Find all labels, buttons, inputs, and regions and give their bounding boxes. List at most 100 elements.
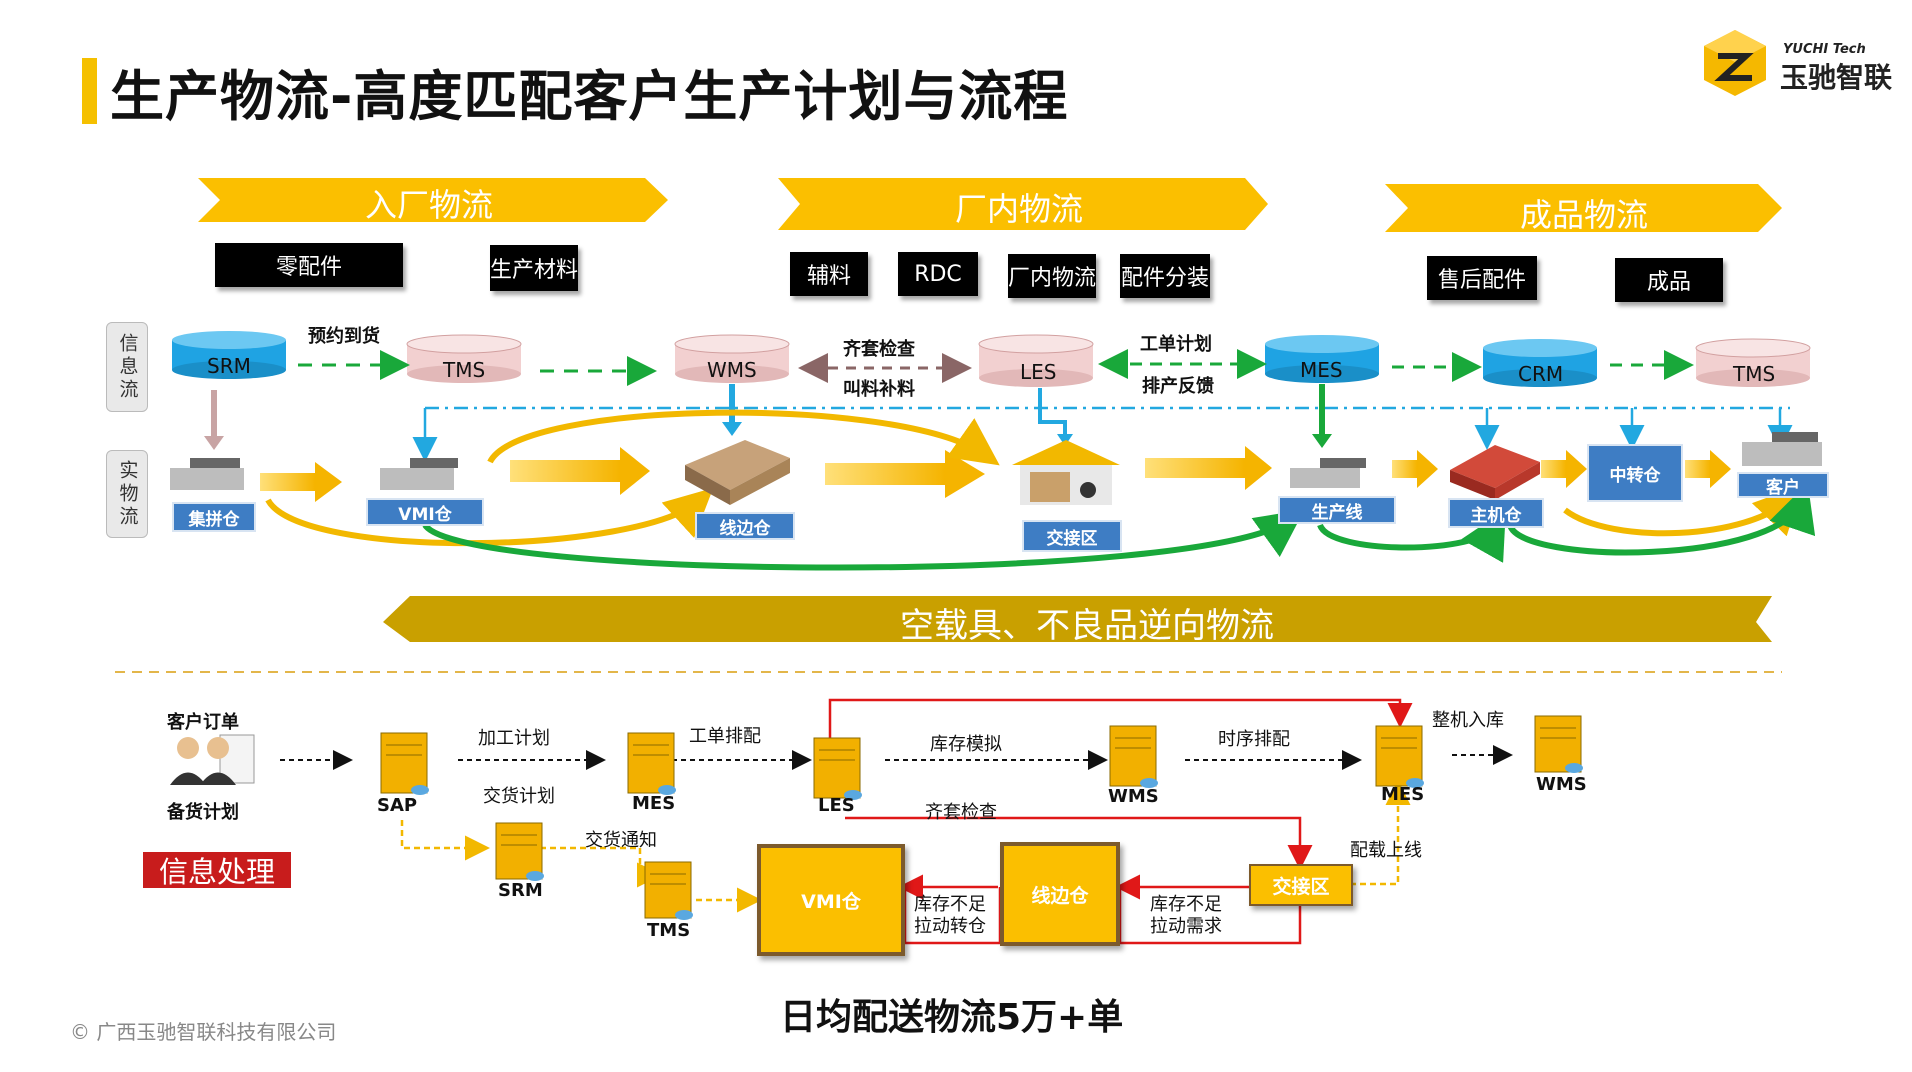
- system-srm: SRM: [207, 354, 251, 378]
- server-wms2-label: WMS: [1536, 774, 1587, 795]
- system-tms1: TMS: [443, 358, 486, 382]
- label-work-scheduling: 工单排配: [689, 726, 761, 747]
- system-les: LES: [1020, 360, 1057, 384]
- category-kitting: 配件分装: [1120, 254, 1210, 298]
- server-icon-mes1: [627, 732, 676, 795]
- handover-area-icon: [1012, 440, 1120, 505]
- node-consolidation: 集拼仓: [172, 502, 256, 532]
- stage-inbound-label: 入厂物流: [365, 186, 494, 224]
- system-mes: MES: [1300, 358, 1343, 382]
- node-handover: 交接区: [1022, 520, 1122, 552]
- cylinder-wms: [674, 334, 790, 383]
- category-parts: 零配件: [215, 243, 403, 287]
- label-schedule-feedback: 排产反馈: [1142, 376, 1214, 397]
- page-title: 生产物流-高度匹配客户生产计划与流程: [110, 65, 1069, 128]
- server-les-label: LES: [818, 795, 855, 816]
- server-icon-mes2: [1375, 725, 1424, 788]
- system-tms2: TMS: [1733, 362, 1776, 386]
- main-warehouse-icon: [1450, 445, 1540, 500]
- logo-english: YUCHI Tech: [1783, 42, 1866, 57]
- node-transit: 中转仓: [1587, 444, 1683, 502]
- label-finished-storage: 整机入库: [1432, 710, 1504, 731]
- stage-finished-chevron: [1385, 184, 1782, 232]
- label-shortage2-b: 拉动需求: [1150, 916, 1222, 937]
- label-booking: 预约到货: [308, 326, 380, 347]
- physical-flow-tab: 实物流: [106, 450, 148, 538]
- block-arrow-3: [825, 450, 985, 498]
- server-tms-label: TMS: [647, 920, 691, 941]
- box-lineside: 线边仓: [1000, 842, 1120, 946]
- server-sap-label: SAP: [377, 795, 418, 816]
- block-arrow-2: [510, 447, 650, 495]
- lineside-building-icon: [685, 440, 790, 505]
- category-rdc: RDC: [898, 252, 978, 296]
- reverse-logistics-label: 空载具、不良品逆向物流: [900, 606, 1274, 646]
- stage-inplant-chevron: [778, 178, 1268, 230]
- category-aftersale: 售后配件: [1427, 256, 1537, 300]
- daily-volume: 日均配送物流5万+单: [780, 997, 1124, 1038]
- block-arrow-1: [260, 462, 342, 502]
- node-main-warehouse: 主机仓: [1448, 498, 1544, 528]
- box-handover: 交接区: [1249, 864, 1353, 906]
- category-product: 成品: [1615, 258, 1723, 302]
- label-shortage1-a: 库存不足: [914, 894, 986, 915]
- system-wms: WMS: [707, 358, 757, 382]
- server-srm-label: SRM: [498, 880, 543, 901]
- server-wms1-label: WMS: [1108, 786, 1159, 807]
- label-shortage1-b: 拉动转仓: [914, 916, 986, 937]
- cylinder-tms1: [406, 334, 522, 383]
- server-mes1-label: MES: [632, 793, 676, 814]
- block-arrow-4: [1145, 446, 1272, 490]
- label-delivery-notice: 交货通知: [585, 830, 657, 851]
- block-arrow-7: [1685, 450, 1731, 488]
- node-vmi: VMI仓: [366, 498, 484, 526]
- label-kit-check-lower: 齐套检查: [925, 802, 997, 823]
- label-loading: 配载上线: [1350, 840, 1422, 861]
- node-production-line: 生产线: [1278, 496, 1396, 524]
- box-vmi: VMI仓: [757, 844, 905, 956]
- server-icon-srm: [495, 822, 544, 881]
- stage-inbound-chevron: [198, 178, 668, 222]
- stage-finished-label: 成品物流: [1520, 196, 1649, 234]
- category-materials: 生产材料: [490, 245, 578, 291]
- stage-inplant-label: 厂内物流: [955, 190, 1084, 228]
- server-icon-sap: [380, 732, 429, 795]
- company-logo-icon: [1704, 30, 1766, 96]
- logo-chinese: 玉驰智联: [1780, 61, 1893, 94]
- cylinder-tms2: [1695, 338, 1811, 387]
- cylinder-crm: [1483, 339, 1597, 387]
- info-processing-badge: 信息处理: [143, 852, 291, 889]
- node-customer: 客户: [1737, 472, 1829, 498]
- reverse-logistics-arrow: [383, 596, 1772, 642]
- node-lineside: 线边仓: [695, 512, 795, 540]
- server-icon-tms: [644, 861, 693, 920]
- label-processing-plan: 加工计划: [478, 728, 550, 749]
- label-sequence: 时序排配: [1218, 729, 1290, 750]
- cylinder-srm: [172, 331, 286, 379]
- block-arrow-6: [1541, 450, 1587, 488]
- label-work-plan: 工单计划: [1140, 334, 1212, 355]
- server-icon-wms2: [1534, 715, 1583, 773]
- block-arrow-5: [1392, 450, 1438, 488]
- customer-order-label: 客户订单: [167, 712, 239, 733]
- server-icon-les: [813, 737, 862, 800]
- cylinder-mes: [1265, 335, 1379, 383]
- label-call-material: 叫料补料: [843, 379, 915, 400]
- label-inventory-sim: 库存模拟: [930, 734, 1002, 755]
- system-crm: CRM: [1518, 362, 1564, 386]
- copyright: © 广西玉驰智联科技有限公司: [70, 1020, 337, 1044]
- stock-plan-label: 备货计划: [167, 802, 239, 823]
- title-accent-bar: [82, 58, 97, 124]
- label-shortage2-a: 库存不足: [1150, 894, 1222, 915]
- info-flow-tab: 信息流: [106, 322, 148, 412]
- people-icon: [170, 734, 255, 785]
- cylinder-les: [978, 334, 1094, 387]
- category-inplant: 厂内物流: [1008, 254, 1096, 298]
- category-aux: 辅料: [790, 252, 868, 296]
- label-delivery-plan: 交货计划: [483, 786, 555, 807]
- server-mes2-label: MES: [1381, 784, 1425, 805]
- label-kit-check: 齐套检查: [843, 339, 915, 360]
- server-icon-wms1: [1109, 725, 1158, 788]
- warehouse-icon: [170, 432, 1822, 490]
